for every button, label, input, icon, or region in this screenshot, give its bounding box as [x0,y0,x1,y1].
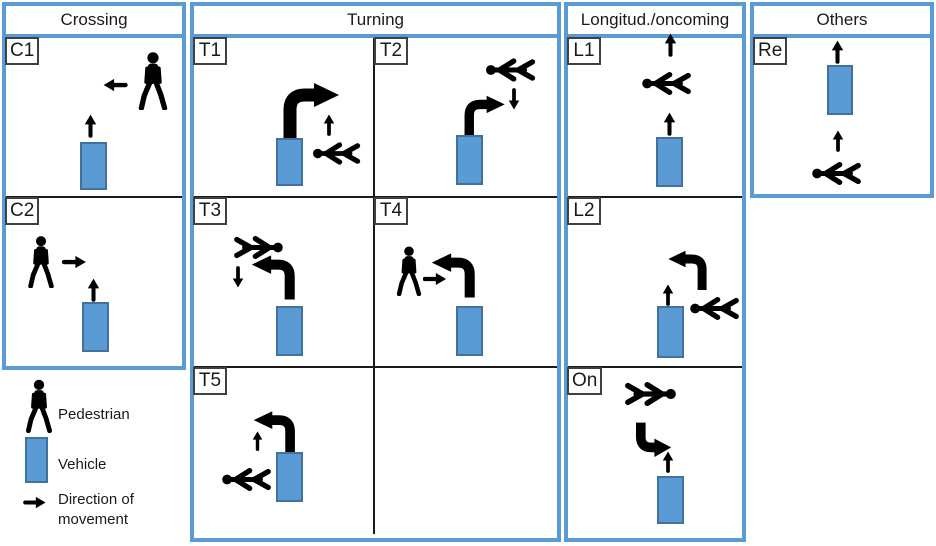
arrow-up-icon [84,113,97,139]
arrow-up-icon [662,450,674,474]
cell-label-l2-text: L2 [573,200,595,221]
cell-label-l1-text: L1 [573,40,595,61]
cell-label-re: Re [753,37,788,65]
vehicle-shape [827,65,853,115]
vehicle-shape [656,137,683,187]
cell-label-l2: L2 [567,197,601,225]
vehicle-shape [276,138,303,186]
pedestrian-top-view-icon [313,142,361,165]
arrow-up-icon [87,277,100,303]
pedestrian-top-view-icon [222,468,272,491]
header-turning-label: Turning [346,10,404,29]
vehicle-shape [276,306,303,356]
vehicle-shape [25,437,48,483]
cell-re: Re [753,37,930,194]
cell-label-t2-text: T2 [379,40,403,61]
cell-label-on-text: On [572,370,598,391]
arrow-up-icon [831,40,844,64]
pedestrian-top-view-icon [689,297,741,320]
cell-label-t3: T3 [193,197,227,225]
cell-t5: T5 [193,367,375,534]
vehicle-shape [657,306,684,358]
arrow-up-icon [832,130,844,152]
legend-direction-label: Direction of movement [58,491,134,528]
cell-label-l1: L1 [567,37,601,65]
vehicle-shape [276,452,303,502]
cell-c1: C1 [5,37,182,198]
cell-label-on: On [567,367,603,395]
header-others: Others [754,6,930,38]
legend-pedestrian-label: Pedestrian [58,406,130,423]
pedestrian-icon [395,246,423,296]
cell-label-t1-text: T1 [198,40,222,61]
panel-turning: Turning T1 T2 [190,2,561,542]
cell-t2: T2 [374,37,557,198]
arrow-up-icon [323,114,335,136]
cell-t3: T3 [193,197,375,368]
pedestrian-top-view-icon [811,162,863,185]
vehicle-shape [456,135,483,185]
cell-label-t3-text: T3 [198,200,222,221]
cell-label-t1: T1 [193,37,227,65]
arrow-up-icon [664,32,677,58]
panel-others: Others Re [750,2,934,198]
vehicle-shape [80,142,107,190]
arrow-down-icon [232,266,244,288]
arrow-left-icon [102,78,128,92]
vehicle-shape [657,476,684,524]
pedestrian-icon [24,379,54,433]
header-longitudinal: Longitud./oncoming [568,6,742,38]
pedestrian-top-view-icon [486,58,536,82]
arrow-right-icon [23,496,47,509]
header-turning: Turning [194,6,557,38]
cell-t4: T4 [374,197,557,368]
turn-left-arrow-icon [431,246,479,304]
cell-label-re-text: Re [758,40,783,61]
cell-label-c1-text: C1 [10,40,35,61]
cell-empty [375,368,557,534]
cell-label-c2-text: C2 [10,200,35,221]
cell-t1: T1 [193,37,375,198]
cell-label-t5: T5 [193,367,227,395]
cell-label-t4: T4 [374,197,408,225]
panel-longitudinal: Longitud./oncoming L1 L2 On [564,2,746,542]
vehicle-shape [456,306,483,356]
panel-crossing: Crossing C1 C2 [2,2,186,370]
arrow-right-icon [62,255,87,269]
cell-label-t5-text: T5 [198,370,222,391]
legend-vehicle-label: Vehicle [58,456,107,473]
pedestrian-top-view-icon [623,382,677,406]
header-others-label: Others [816,10,868,29]
cell-label-t2: T2 [374,37,408,65]
pedestrian-top-view-icon [642,72,692,95]
turn-right-arrow-icon [458,95,508,137]
header-crossing: Crossing [6,6,182,38]
header-longitudinal-label: Longitud./oncoming [580,10,730,29]
arrow-up-icon [663,112,676,136]
arrow-up-icon [252,430,263,452]
pedestrian-icon [136,52,170,110]
arrow-down-icon [508,88,520,110]
cell-l1: L1 [567,37,742,198]
cell-c2: C2 [5,197,182,364]
pedestrian-icon [26,236,56,288]
arrow-up-icon [662,284,674,306]
cell-on: On [567,367,742,534]
header-crossing-label: Crossing [60,10,128,29]
cell-l2: L2 [567,197,742,368]
cell-label-t4-text: T4 [379,200,403,221]
cell-label-c2: C2 [5,197,40,225]
vehicle-shape [82,302,109,352]
turn-left-arrow-icon [251,248,299,306]
cell-label-c1: C1 [5,37,40,65]
